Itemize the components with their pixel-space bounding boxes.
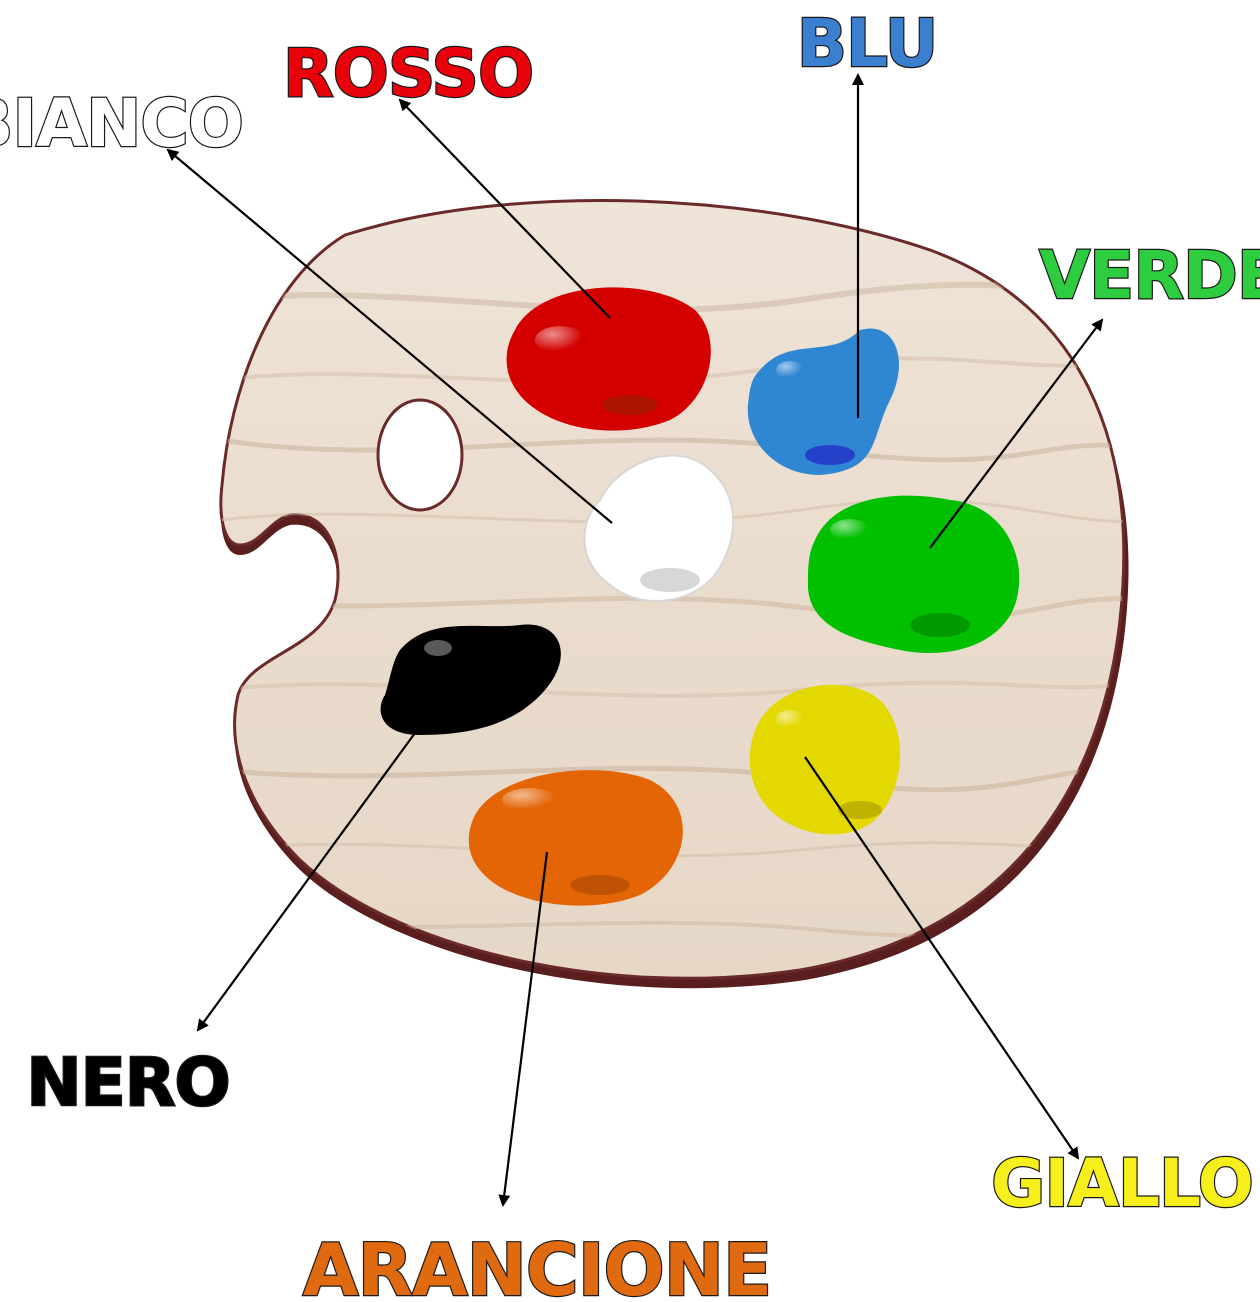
label-verde: VERDE [1039,237,1260,314]
paint-blob-rosso [506,287,711,431]
label-giallo: GIALLO [991,1145,1253,1222]
label-bianco: BIANCO [0,85,243,162]
color-labels: ROSSO BLU BIANCO VERDE NERO GIALLO ARANC… [0,4,1260,1302]
thumb-hole [376,398,464,512]
arrow-rosso [398,98,611,319]
paint-blob-nero [380,624,561,735]
arrow-verde [929,318,1104,549]
label-blu: BLU [797,5,938,82]
label-arancione: ARANCIONE [303,1228,771,1302]
pointer-arrows [166,73,1104,1207]
arrow-giallo [804,756,1080,1160]
arrow-arancione [498,851,549,1207]
paint-blobs [380,287,1020,906]
paint-blob-bianco [583,454,735,602]
arrow-nero [196,732,416,1032]
label-rosso: ROSSO [283,35,533,112]
arrow-bianco [166,148,613,524]
paint-blob-verde [807,495,1020,653]
paint-blob-arancione [468,770,683,906]
label-nero: NERO [26,1044,229,1121]
paint-blob-giallo [749,684,901,835]
paint-blob-blu [747,328,899,475]
